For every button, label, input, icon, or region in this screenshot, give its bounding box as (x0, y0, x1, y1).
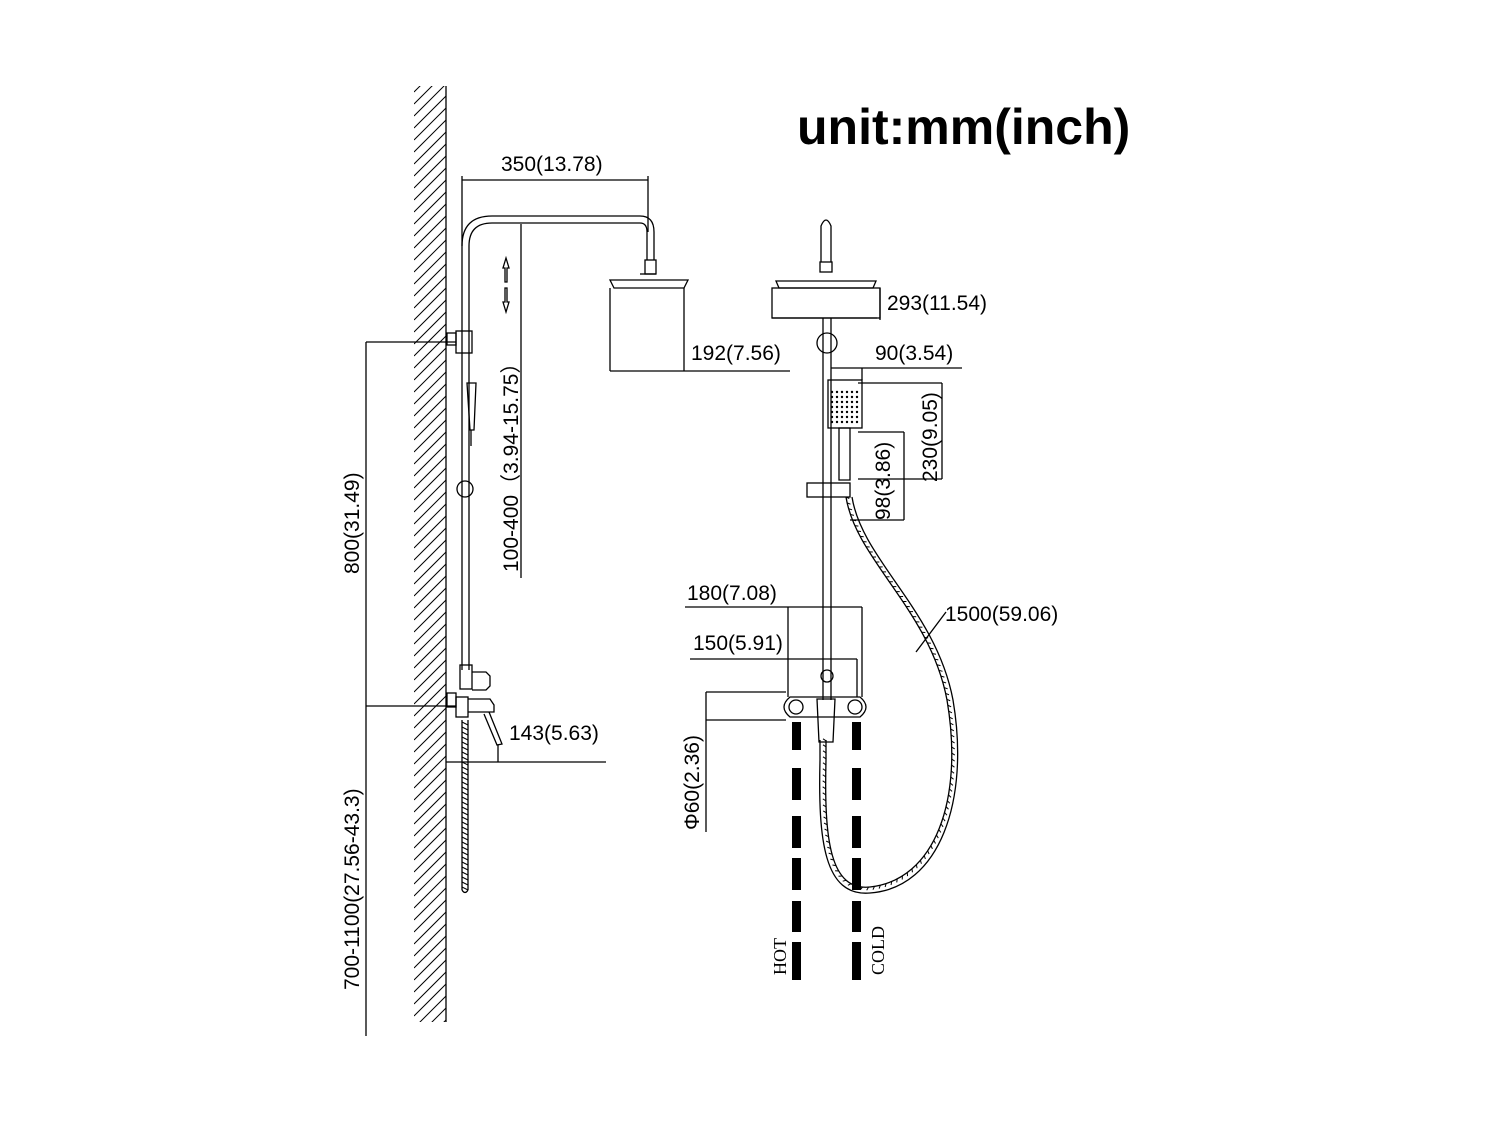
cold-pipe (852, 722, 861, 980)
front-view-shower-column (771, 219, 881, 743)
handshower-width-label: 90(3.54) (875, 342, 953, 365)
handle-length-label: 98(3.86) (872, 442, 895, 520)
slide-range-label: 100-400（3.94-15.75） (500, 353, 523, 573)
install-height-label: 700-1100(27.56-43.3) (341, 788, 364, 990)
handshower-length-label: 230(9.05) (919, 392, 942, 482)
side-view-shower-column (446, 215, 690, 894)
head-height-label: 192(7.56) (691, 342, 781, 365)
arm-length-label: 350(13.78) (501, 153, 603, 176)
front-dimension-lines (685, 288, 962, 832)
unit-title: unit:mm(inch) (797, 99, 1130, 155)
shower-hose (819, 496, 959, 894)
head-width-label: 293(11.54) (887, 292, 987, 315)
side-dimension-lines (365, 176, 790, 1036)
hose-length-label: 1500(59.06) (945, 603, 1058, 626)
wall (414, 86, 447, 1022)
column-height-label: 800(31.49) (341, 472, 364, 574)
mixer-width-label: 180(7.08) (687, 582, 777, 605)
hot-pipe (792, 722, 801, 980)
escutcheon-diameter-label: Φ60(2.36) (681, 735, 704, 830)
spout-projection-label: 143(5.63) (509, 722, 599, 745)
cold-pipe-label: COLD (868, 926, 888, 975)
hot-pipe-label: HOT (770, 938, 790, 975)
inlet-centers-label: 150(5.91) (693, 632, 783, 655)
